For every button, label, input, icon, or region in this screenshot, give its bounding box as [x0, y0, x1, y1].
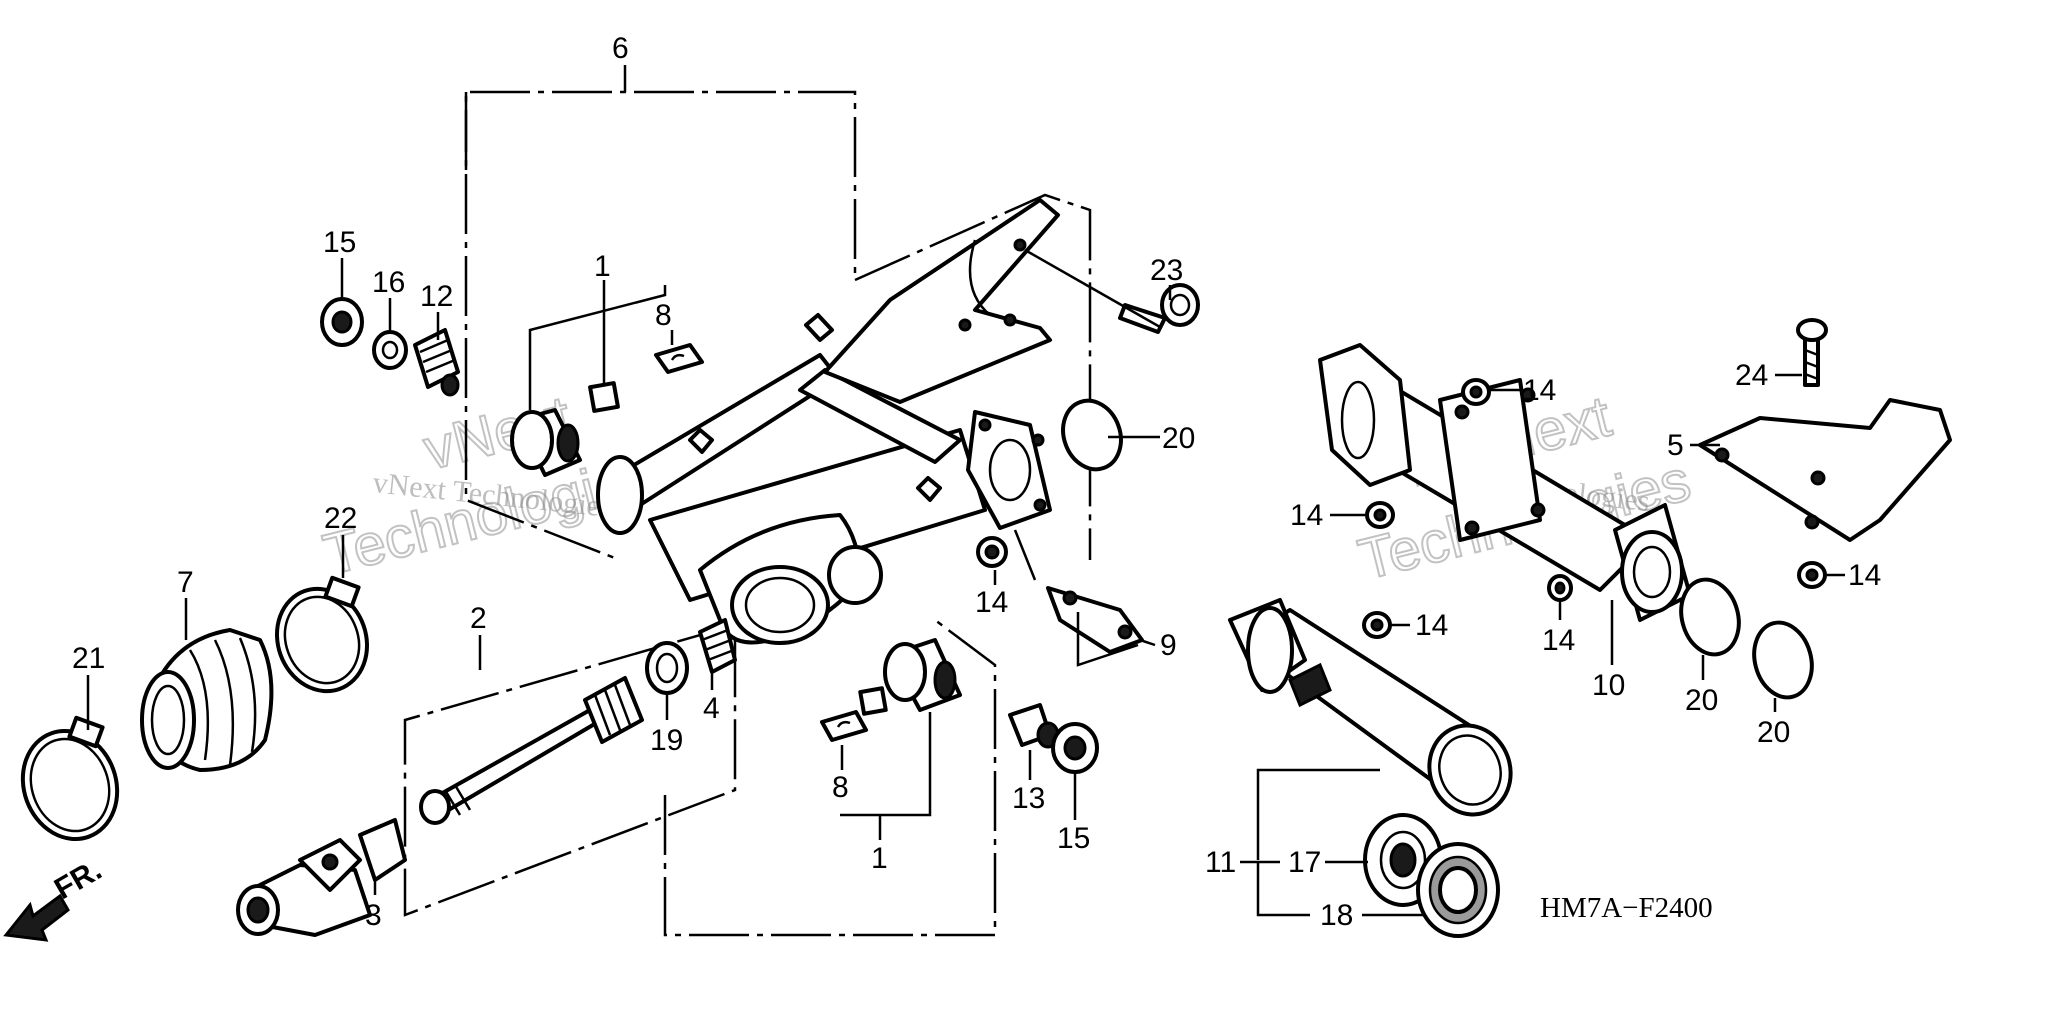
part-14-nut-r4	[1547, 574, 1573, 602]
callout-14-r1: 14	[1523, 374, 1556, 407]
bracket-lower	[663, 619, 997, 937]
part-14-nut-r1	[1461, 378, 1491, 406]
part-24-bolt	[1796, 318, 1828, 387]
callout-20-right-a: 20	[1685, 684, 1718, 717]
part-1-bearing-upper	[510, 381, 620, 477]
part-20-oring-center	[1061, 398, 1123, 472]
part-18-seal	[1416, 842, 1500, 938]
callout-2: 2	[470, 602, 487, 635]
callout-15-lower: 15	[1057, 822, 1090, 855]
callout-8-upper: 8	[655, 299, 672, 332]
part-13-fitting	[1008, 703, 1060, 749]
callout-9: 9	[1160, 629, 1177, 662]
callout-18: 18	[1320, 899, 1353, 932]
callout-14-r2: 14	[1290, 499, 1323, 532]
callout-14-center: 14	[975, 586, 1008, 619]
callout-7: 7	[177, 566, 194, 599]
callout-8-lower: 8	[832, 771, 849, 804]
part-4-spring	[698, 618, 737, 674]
part-3-universal-joint	[236, 818, 407, 937]
callout-6: 6	[612, 32, 629, 65]
bracket-6	[464, 65, 1092, 562]
part-10-axle-housing	[1318, 343, 1692, 622]
callout-24: 24	[1735, 359, 1768, 392]
part-8-shim-lower	[820, 710, 868, 742]
callout-15-upper: 15	[323, 226, 356, 259]
callout-13: 13	[1012, 782, 1045, 815]
callout-17: 17	[1288, 846, 1321, 879]
callout-12: 12	[420, 280, 453, 313]
callout-5: 5	[1667, 429, 1684, 462]
part-22-clamp	[274, 575, 370, 694]
callout-10: 10	[1592, 669, 1625, 702]
part-21-clamp	[20, 715, 120, 842]
callout-16: 16	[372, 266, 405, 299]
callout-3: 3	[365, 899, 382, 932]
part-12-spring	[413, 328, 460, 397]
part-14-nut-center	[976, 536, 1008, 568]
callout-numbers: 6 15 16 12 1 8 23 20 22 7 21 2 3 19 4 14…	[72, 32, 1881, 932]
callout-21: 21	[72, 642, 105, 675]
callout-14-r5: 14	[1848, 559, 1881, 592]
part-14-nut-r3	[1362, 611, 1392, 639]
rear-plate	[823, 198, 1060, 404]
callout-20-center: 20	[1162, 422, 1195, 455]
part-14-nut-r2	[1365, 501, 1395, 529]
front-direction-arrow: FR.	[3, 853, 107, 942]
callout-4: 4	[703, 692, 720, 725]
leader-lines	[86, 248, 1845, 917]
callout-11: 11	[1205, 846, 1236, 879]
part-5-plate	[1698, 398, 1952, 542]
part-9-bracket	[1046, 586, 1144, 654]
callout-19: 19	[650, 724, 683, 757]
bracket-2	[403, 623, 737, 917]
part-8-shim-upper	[654, 343, 704, 374]
callout-1-upper: 1	[594, 250, 611, 283]
diagram-code: HM7A−F2400	[1540, 892, 1713, 924]
callout-14-r4: 14	[1542, 624, 1575, 657]
part-7-boot	[140, 628, 274, 772]
part-14-nut-r5	[1797, 561, 1827, 589]
part-15-nut-lower	[1051, 722, 1099, 774]
callout-14-r3: 14	[1415, 609, 1448, 642]
part-23-bolt	[1118, 283, 1200, 334]
callout-22: 22	[324, 502, 357, 535]
part-15-nut-upper	[320, 297, 364, 347]
callout-1-lower: 1	[871, 842, 888, 875]
part-2-drive-shaft	[419, 676, 644, 825]
callout-20-right-b: 20	[1757, 716, 1790, 749]
part-1-bearing-lower	[858, 638, 962, 716]
part-11-axle-tube	[1228, 598, 1513, 817]
part-20-oring-right-b	[1752, 620, 1814, 700]
part-19-seal	[645, 641, 689, 695]
part-20-oring-right-a	[1679, 577, 1741, 657]
part-16-washer	[372, 330, 408, 370]
callout-23: 23	[1150, 254, 1183, 287]
